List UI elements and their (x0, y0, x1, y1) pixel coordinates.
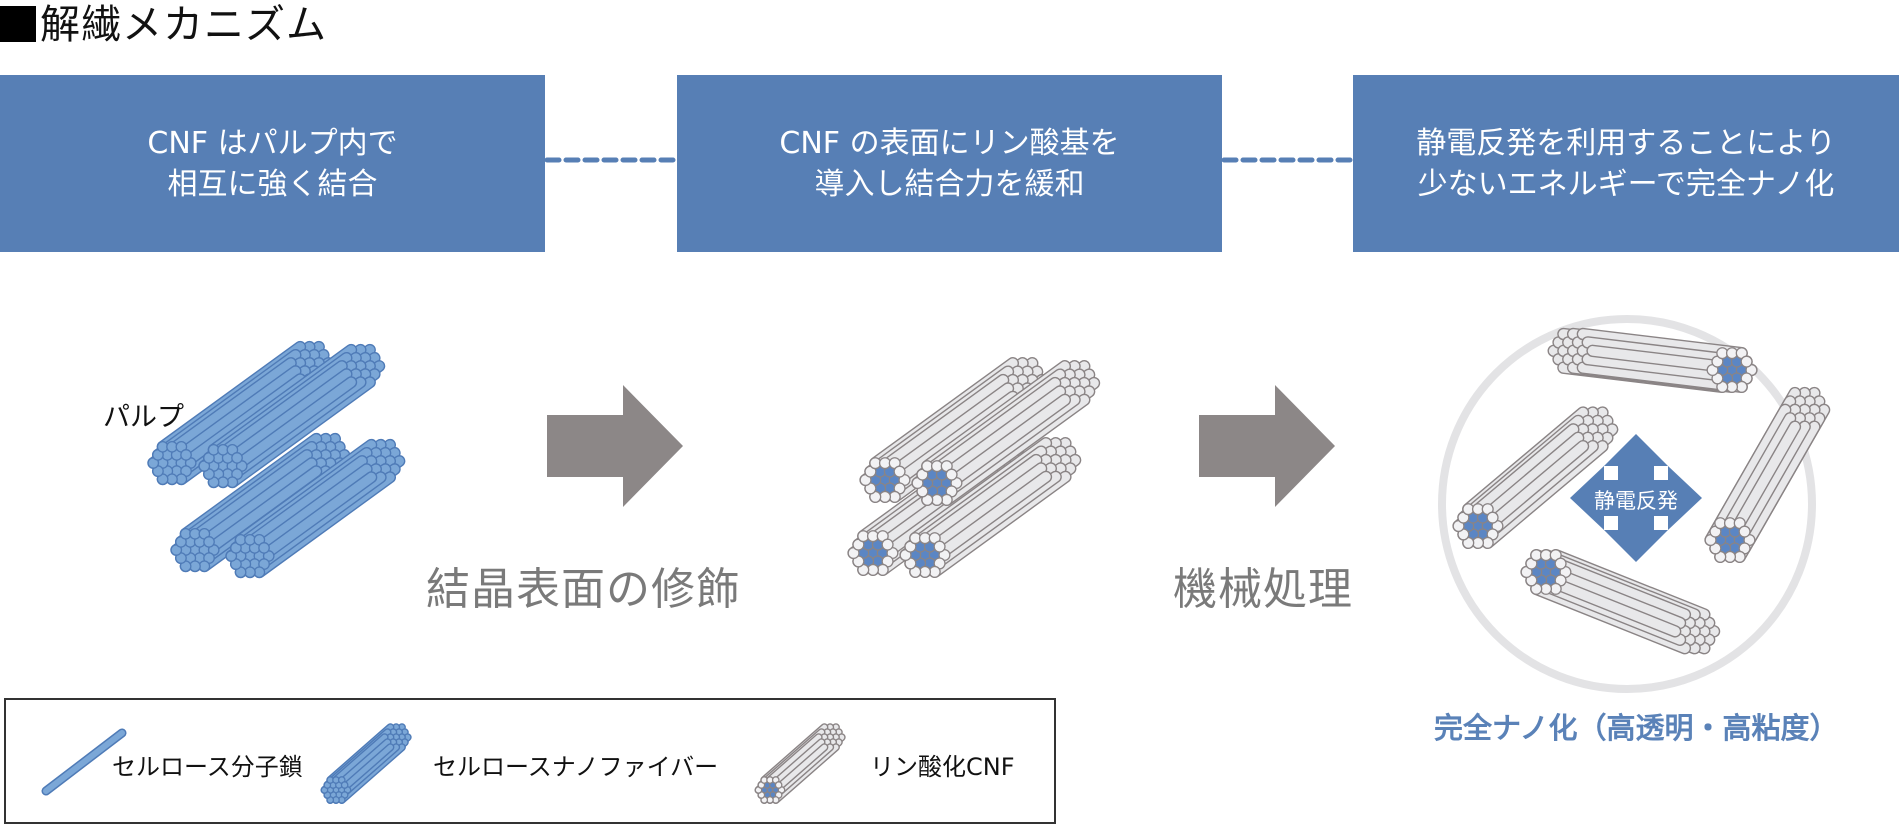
pulp-bundle-front-right (198, 343, 386, 489)
cellulose-chain-icon (41, 728, 127, 796)
dashed-connector-2 (1221, 157, 1356, 163)
step-1-line-1: CNF はパルプ内で (147, 125, 398, 161)
pcnf-bundle-front-right (911, 360, 1101, 507)
legend-label-phosphorylated-cnf: リン酸化CNF (870, 753, 1015, 781)
result-caption: 完全ナノ化（高透明・高粘度） (1434, 711, 1839, 745)
step-3-line-2: 少ないエネルギーで完全ナノ化 (1417, 166, 1835, 202)
step-box-1: CNF はパルプ内で相互に強く結合 (0, 75, 545, 252)
step-2-line-2: 導入し結合力を緩和 (814, 166, 1085, 202)
page-title: 解繊メカニズム (0, 2, 327, 48)
dispersion-circle (1438, 315, 1816, 693)
repulsion-label: 静電反発 (1594, 489, 1678, 513)
process-2-label: 機械処理 (1173, 564, 1353, 615)
dispersed-fiber-top (1547, 327, 1758, 394)
pulp-bundle-back-left (170, 432, 351, 573)
phosphorylated-cnf-icon (754, 723, 846, 804)
legend-nanofiber-bundle (320, 723, 412, 804)
square-bullet-icon (0, 6, 36, 42)
pcnf-bundle-back-right (899, 437, 1082, 579)
step-3-line-1: 静電反発を利用することにより (1416, 125, 1836, 161)
legend-label-cellulose-chain: セルロース分子鎖 (112, 753, 303, 781)
dispersed-fiber-right (1704, 386, 1831, 564)
process-arrow-2 (1199, 385, 1335, 507)
step-2-line-1: CNF の表面にリン酸基を (779, 125, 1120, 161)
process-1-label: 結晶表面の修飾 (426, 564, 741, 615)
dashed-connector-1 (544, 157, 680, 163)
step-1-line-2: 相互に強く結合 (167, 166, 378, 202)
dispersed-fiber-bottom (1520, 548, 1721, 655)
step-box-2: CNF の表面にリン酸基を導入し結合力を緩和 (677, 75, 1222, 252)
dispersed-fiber-left (1452, 406, 1619, 550)
legend-label-nanofiber: セルロースナノファイバー (433, 753, 719, 781)
legend-box (4, 698, 1056, 824)
legend-pcnf-bundle (754, 723, 846, 804)
pulp-illustration (147, 340, 406, 579)
page-title-text: 解繊メカニズム (40, 2, 327, 48)
process-arrow-1 (547, 385, 683, 507)
pulp-bundle-back-right (225, 438, 406, 579)
pulp-label: パルプ (103, 402, 184, 433)
dispersed-fibers (1452, 327, 1831, 655)
phosphorylated-cnf-bundle (847, 357, 1101, 579)
boundary-circle (1438, 315, 1816, 693)
cellulose-nanofiber-icon (320, 723, 412, 804)
repulsion-arrow-icon (1570, 434, 1702, 562)
step-box-3: 静電反発を利用することにより少ないエネルギーで完全ナノ化 (1353, 75, 1899, 252)
